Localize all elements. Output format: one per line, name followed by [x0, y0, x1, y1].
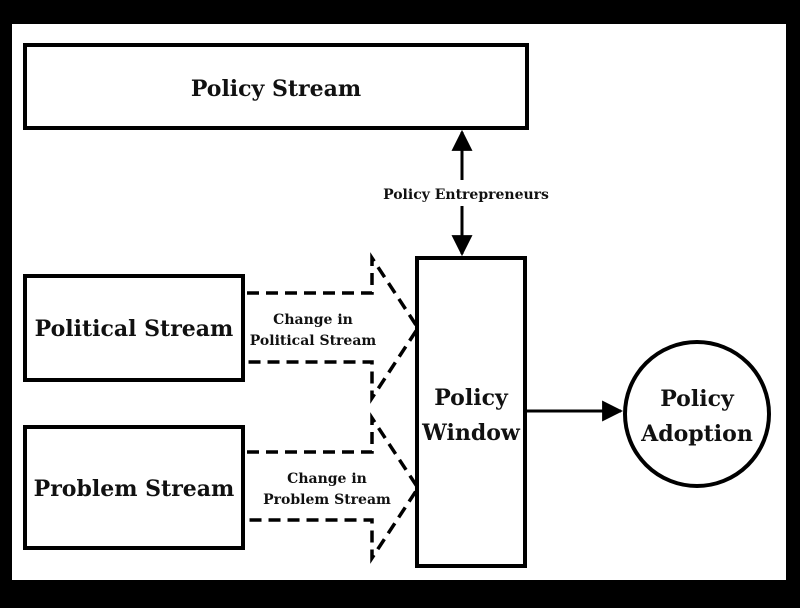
policy-adoption-circle: [623, 340, 771, 488]
policy-adoption-line1: Policy: [660, 386, 735, 412]
policy-stream-label: Policy Stream: [191, 76, 361, 102]
change-problem-line2: Problem Stream: [263, 492, 391, 508]
problem-change-arrow: [247, 412, 421, 564]
problem-stream-box: [23, 425, 245, 550]
change-political-line2: Political Stream: [250, 333, 377, 349]
policy-entrepreneurs-label: Policy Entrepreneurs: [383, 187, 549, 203]
policy-stream-box: [23, 43, 529, 130]
political-stream-box: [23, 274, 245, 382]
political-change-arrow: [247, 252, 421, 404]
political-stream-label: Political Stream: [35, 316, 234, 342]
policy-window-box: [415, 256, 527, 568]
policy-window-line2: Window: [421, 420, 521, 446]
change-problem-line1: Change in: [287, 471, 367, 487]
policy-window-line1: Policy: [434, 385, 509, 411]
change-political-line1: Change in: [273, 312, 353, 328]
problem-stream-label: Problem Stream: [34, 476, 235, 502]
policy-adoption-line2: Adoption: [640, 421, 753, 447]
